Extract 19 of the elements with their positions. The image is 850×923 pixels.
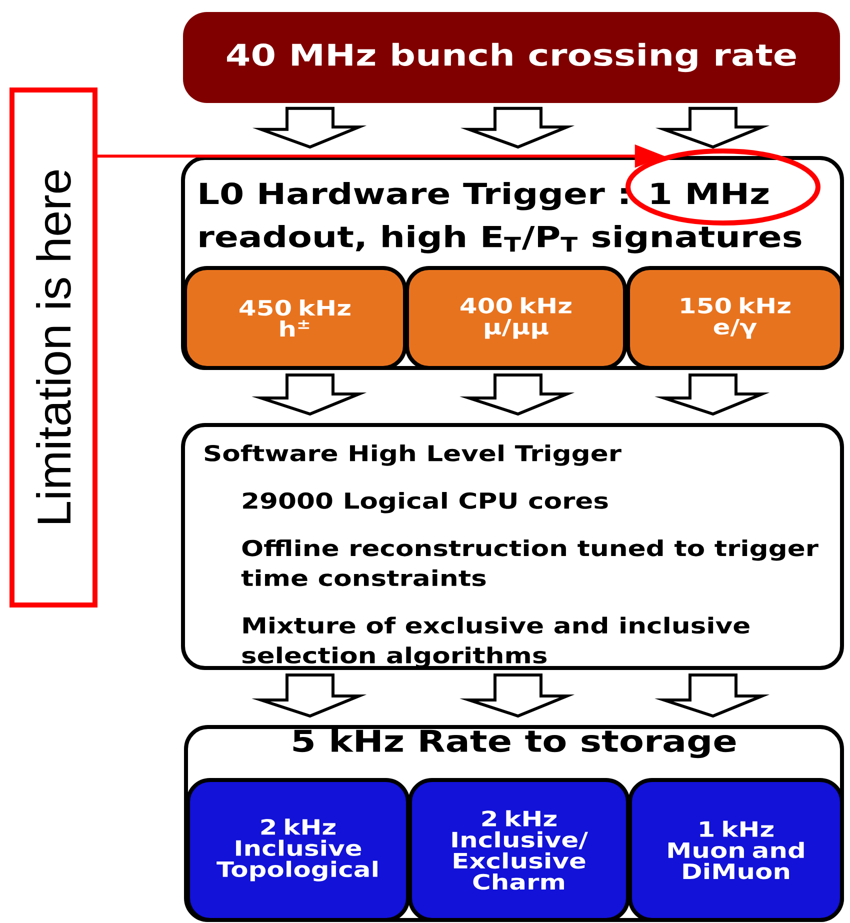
block-arrow: [655, 106, 770, 149]
banner-box: 40 MHz bunch crossing rate: [183, 12, 840, 103]
stream-box: 2 kHz Inclusive Topological: [186, 778, 410, 922]
rate-box: 450 kHz h$^{±}$: [183, 266, 407, 370]
block-arrow: [252, 674, 367, 718]
callout-box: Limitation is here: [10, 88, 98, 608]
stream-box: 1 kHz Muon and DiMuon: [628, 778, 844, 922]
block-arrow: [252, 106, 367, 149]
block-arrow: [460, 106, 575, 149]
rate-box: 150 kHz e/γ: [626, 266, 844, 370]
highlight-ellipse: [626, 148, 820, 226]
rate-box: 400 kHz μ/μμ: [405, 266, 627, 370]
block-arrow: [252, 374, 367, 416]
block-arrow: [460, 674, 575, 718]
stream-box: 2 kHz Inclusive/ Exclusive Charm: [408, 778, 630, 922]
trigger-box: Software High Level Trigger 29000 Logical CPU cores Offline reconstruction tuned to trigger time constraints Mixture of exclusive and inclusive selection algorithms: [181, 423, 844, 670]
block-arrow: [654, 674, 770, 718]
block-arrow: [460, 374, 575, 416]
block-arrow: [654, 374, 770, 416]
